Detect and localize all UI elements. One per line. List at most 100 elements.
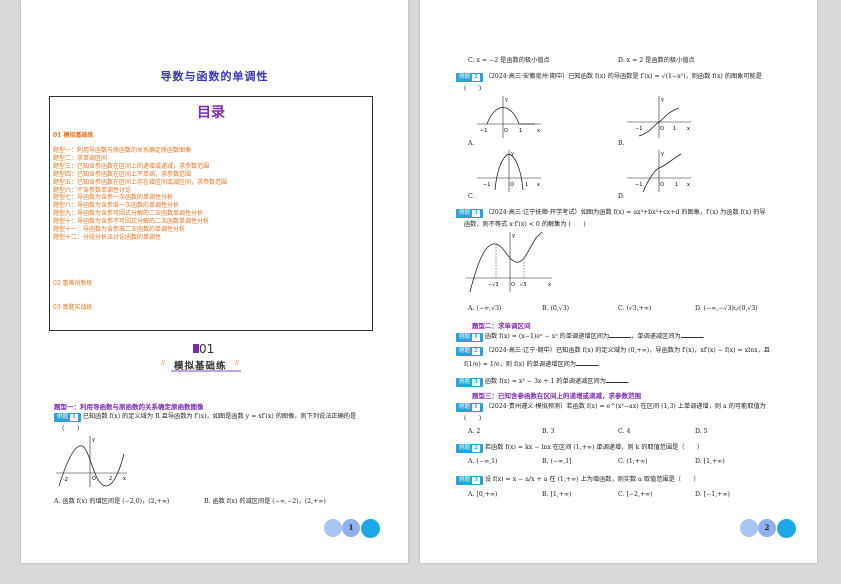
toc-item[interactable]: 题型一：利用导函数与原函数的关系确定原函数图像 (53, 147, 192, 154)
question-3-line-2: 函数，则不等式 x·f′(x) < 0 的解集为 ( ) (464, 221, 586, 228)
t3q3-option-c[interactable]: C. [−2,+∞) (618, 491, 653, 498)
answer-blank[interactable] (576, 360, 599, 366)
toc-item[interactable]: 题型八：导函数为含参准一次函数的单调性分析 (53, 202, 180, 210)
tick-label: O (92, 476, 96, 482)
graph-option-c: −1 O 1 x y (477, 150, 541, 192)
toc-part-1[interactable]: 01 模拟基础练 (53, 132, 94, 139)
tick-label: 2 (109, 476, 112, 482)
t3q2-option-b[interactable]: B. (−∞,1] (542, 458, 572, 465)
graph-cubic: −√3 O √3 x y (466, 231, 552, 293)
graph-option-b: −1 O 1 x y (627, 96, 691, 138)
toc-item[interactable]: 题型十二：分段分析法讨论函数的单调性 (53, 233, 162, 241)
toc-item[interactable]: 题型二：求单调区间 (53, 154, 108, 162)
t3q2-option-d[interactable]: D. [1,+∞) (695, 458, 725, 465)
document-title: 导数与函数的单调性 (160, 70, 269, 83)
svg-text:x: x (537, 128, 540, 134)
t3q1-option-c[interactable]: C. 4 (618, 428, 631, 435)
page-1: 导数与函数的单调性 目录 01 模拟基础练 题型一：利用导函数与原函数的关系确定… (21, 0, 408, 563)
curve (494, 153, 524, 191)
q3-option-b[interactable]: B. (0,√3) (542, 305, 570, 312)
svg-text:1: 1 (673, 126, 676, 132)
graph-label-d[interactable]: D. (618, 193, 625, 200)
svg-text:−1: −1 (483, 182, 490, 188)
section-underline (171, 370, 241, 372)
toc-part-2[interactable]: 02 重难创新练 (53, 280, 93, 287)
answer-blank[interactable] (609, 332, 632, 338)
t3q3-option-d[interactable]: D. [−1,+∞) (695, 491, 730, 498)
svg-text:O: O (660, 126, 664, 132)
q3-option-a[interactable]: A. (−∞,√3) (468, 305, 502, 312)
axis-label: x (123, 476, 126, 482)
toc-item[interactable]: 题型七：导函数为含参一次函数的单调性分析 (53, 194, 174, 202)
curve (642, 153, 682, 193)
svg-text:1: 1 (519, 128, 522, 134)
toc-item[interactable]: 题型四：已知含参函数在区间上不单调，求参数范围 (53, 170, 192, 178)
t3q1-option-d[interactable]: D. 5 (695, 428, 708, 435)
option-d[interactable]: D. x = 2 是函数的极小值点 (618, 57, 695, 64)
question-text: 已知函数 f(x) 的定义域为 R 且导函数为 f′(x)，如图是函数 y = … (82, 413, 357, 420)
curve (469, 231, 543, 293)
curve (638, 107, 680, 137)
t3q1-option-a[interactable]: A. 2 (468, 428, 481, 435)
svg-text:y: y (661, 151, 664, 157)
q3-option-c[interactable]: C. (√3,+∞) (618, 305, 652, 312)
t3q2-option-a[interactable]: A. (−∞,1) (468, 458, 498, 465)
option-b[interactable]: B. 函数 f(x) 的减区间是 (−∞,−2)，(2,+∞) (204, 498, 326, 505)
q3-option-d[interactable]: D. (−∞,−√3)∪(0,√3) (695, 305, 758, 312)
page-dot-mid (342, 519, 360, 537)
svg-text:x: x (548, 282, 551, 288)
svg-text:x: x (537, 182, 540, 188)
toc-box: 目录 01 模拟基础练 题型一：利用导函数与原函数的关系确定原函数图像 题型二：… (49, 96, 373, 331)
topic-1-heading: 题型一：利用导函数与原函数的关系确定原函数图像 (54, 403, 204, 411)
t3q3-option-a[interactable]: A. [0,+∞) (468, 491, 498, 498)
svg-text:x: x (687, 126, 690, 132)
page-dot-mid (758, 519, 776, 537)
toc-heading: 目录 (197, 105, 225, 121)
toc-list: 题型一：利用导函数与原函数的关系确定原函数图像 题型二：求单调区间 题型三：已知… (53, 147, 227, 242)
svg-text:y: y (511, 151, 514, 157)
toc-item[interactable]: 题型十一：导函数为含参准二次函数的单调性分析 (53, 226, 186, 234)
toc-item[interactable]: 题型九：导函数为含参可因式分解的二次函数单调性分析 (53, 210, 204, 218)
t3q3-option-b[interactable]: B. [1,+∞) (542, 491, 572, 498)
curve (486, 107, 520, 125)
svg-text:−1: −1 (635, 126, 642, 132)
svg-text:O: O (660, 182, 664, 188)
topic-2-heading: 题型二：求单调区间 (472, 322, 531, 330)
option-a[interactable]: A. 函数 f(x) 的增区间是 (−2,0)，(2,+∞) (54, 498, 170, 505)
graph-option-d: −1 O 1 x y (627, 150, 691, 193)
option-c[interactable]: C. x = −2 是函数的极小值点 (468, 57, 550, 64)
topic2-question-2-line-2: f(1/e) = 1/e，则 f(x) 的单调递增区间为. (464, 360, 600, 368)
graph-label-c[interactable]: C. (468, 193, 475, 200)
graph-option-a: −1 O 1 x y (477, 96, 541, 138)
graph-label-a[interactable]: A. (468, 140, 475, 147)
svg-text:√3: √3 (520, 282, 526, 288)
axis-label: y (92, 437, 95, 443)
graph-label-b[interactable]: B. (618, 140, 625, 147)
svg-text:y: y (512, 233, 515, 239)
t3q1-option-b[interactable]: B. 3 (542, 428, 555, 435)
toc-item[interactable]: 题型五：已知含参函数在区间上存在增区间或减区间，求参数范围 (53, 178, 228, 186)
answer-blank[interactable] (605, 377, 628, 383)
toc-item[interactable]: 题型十：导函数为含参不可因式分解的二次函数单调性分析 (53, 218, 210, 226)
toc-part-3[interactable]: 03 真题实战练 (53, 304, 93, 311)
answer-blank[interactable] (680, 332, 703, 338)
toc-item[interactable]: 题型三：已知含参函数在区间上的递增或递减，求参数范围 (53, 162, 210, 170)
toc-item[interactable]: 题型六：不含参数单调性讨论 (53, 186, 132, 194)
answer-paren: ( ) (62, 425, 80, 432)
t3q2-option-c[interactable]: C. (1,+∞) (618, 458, 648, 465)
page-dot-right (361, 519, 380, 538)
svg-text:−√3: −√3 (488, 282, 499, 288)
svg-text:x: x (687, 182, 690, 188)
